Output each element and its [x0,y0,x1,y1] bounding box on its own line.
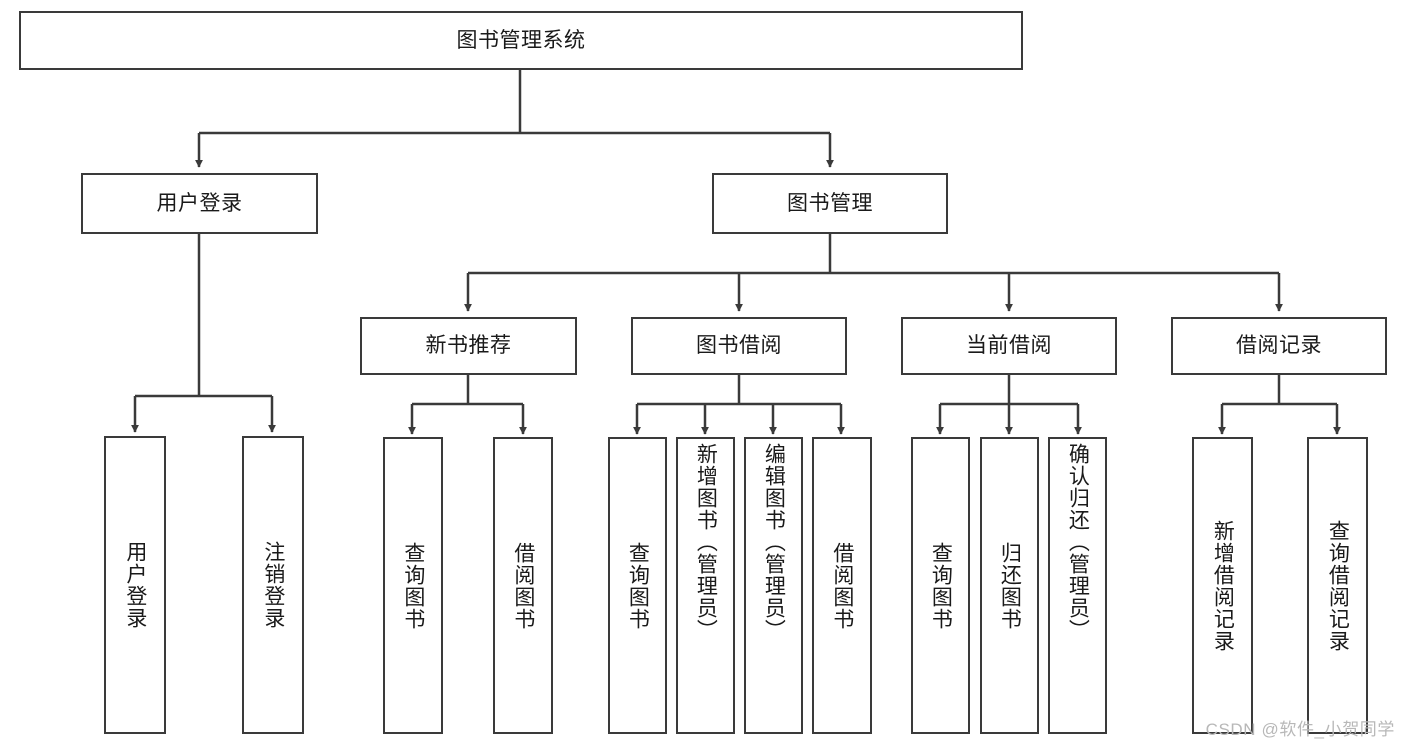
node-leaf-query-borrow-record[interactable]: 查询借阅记录 [1307,437,1368,734]
node-leaf-add-book-admin[interactable]: 新增图书（管理员） [676,437,735,734]
node-leaf-return-book-label: 归还图书 [998,541,1022,630]
node-leaf-add-borrow-record[interactable]: 新增借阅记录 [1192,437,1253,734]
node-book-management-label: 图书管理 [787,191,873,215]
node-current-borrow-label: 当前借阅 [966,334,1052,358]
node-leaf-borrow-book-recommend-label: 借阅图书 [511,541,535,630]
node-leaf-confirm-return-admin[interactable]: 确认归还（管理员） [1048,437,1107,734]
node-leaf-borrow-book-recommend[interactable]: 借阅图书 [493,437,553,734]
node-leaf-query-book-recommend[interactable]: 查询图书 [383,437,443,734]
node-leaf-borrow-book[interactable]: 借阅图书 [812,437,872,734]
node-leaf-query-book-borrow[interactable]: 查询图书 [608,437,667,734]
node-current-borrow[interactable]: 当前借阅 [901,317,1117,375]
node-leaf-borrow-book-label: 借阅图书 [830,541,854,630]
node-book-borrow[interactable]: 图书借阅 [631,317,847,375]
node-leaf-query-book-recommend-label: 查询图书 [401,541,425,630]
node-borrow-record-label: 借阅记录 [1236,334,1322,358]
node-new-book-recommend[interactable]: 新书推荐 [360,317,577,375]
node-root-label: 图书管理系统 [456,28,586,52]
node-leaf-add-book-admin-label: 新增图书（管理员） [694,443,718,641]
node-user-login-label: 用户登录 [156,191,243,215]
node-new-book-recommend-label: 新书推荐 [425,334,512,358]
node-leaf-logout[interactable]: 注销登录 [242,436,304,734]
node-book-borrow-label: 图书借阅 [696,334,782,358]
node-leaf-query-book-current-label: 查询图书 [929,541,953,630]
node-leaf-return-book[interactable]: 归还图书 [980,437,1039,734]
node-borrow-record[interactable]: 借阅记录 [1171,317,1387,375]
node-leaf-confirm-return-admin-label: 确认归还（管理员） [1066,443,1090,641]
node-leaf-query-book-current[interactable]: 查询图书 [911,437,970,734]
node-root[interactable]: 图书管理系统 [19,11,1023,70]
watermark-text: CSDN @软件_小贺同学 [1205,720,1395,739]
node-leaf-user-login-label: 用户登录 [123,541,147,629]
node-book-management[interactable]: 图书管理 [712,173,948,234]
node-leaf-query-book-borrow-label: 查询图书 [626,541,650,630]
node-leaf-logout-label: 注销登录 [261,541,285,629]
node-leaf-user-login[interactable]: 用户登录 [104,436,166,734]
node-leaf-edit-book-admin-label: 编辑图书（管理员） [762,443,786,641]
node-leaf-add-borrow-record-label: 新增借阅记录 [1211,519,1235,652]
node-leaf-edit-book-admin[interactable]: 编辑图书（管理员） [744,437,803,734]
node-leaf-query-borrow-record-label: 查询借阅记录 [1326,519,1350,652]
node-user-login[interactable]: 用户登录 [81,173,318,234]
